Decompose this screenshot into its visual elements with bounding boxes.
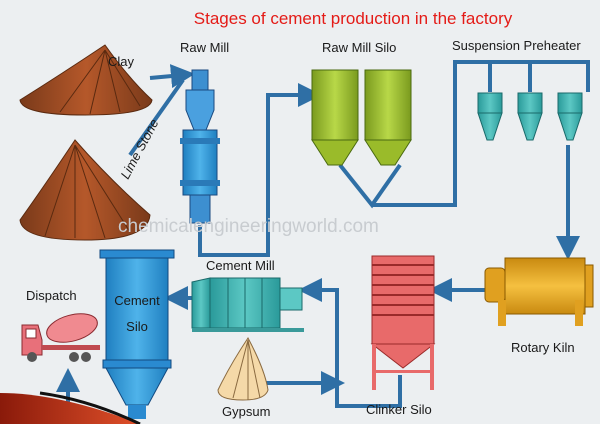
raw-mill-label: Raw Mill: [180, 40, 229, 55]
swoosh-edge: [39, 391, 141, 424]
clay-pile: [19, 44, 153, 116]
suspension-preheater: [477, 92, 583, 141]
limestone-label: Lime Stone: [117, 116, 161, 181]
clay-label: Clay: [108, 54, 135, 69]
diagram-title: Stages of cement production in the facto…: [194, 9, 513, 28]
pipes: [56, 60, 590, 424]
limestone-pile: [19, 139, 151, 241]
clinker-silo-label: Clinker Silo: [366, 402, 432, 417]
clinker-silo: [370, 255, 436, 390]
cement-mill-label: Cement Mill: [206, 258, 275, 273]
cement-silo-label-line2: Silo: [126, 319, 148, 334]
raw-mill-silo: [311, 69, 412, 166]
cement-mill: [191, 277, 304, 332]
cement-silo: [99, 249, 175, 419]
raw-mill-silo-label: Raw Mill Silo: [322, 40, 396, 55]
cement-truck-icon: [21, 313, 100, 362]
gypsum-pile: [217, 337, 269, 401]
dispatch-label: Dispatch: [26, 288, 77, 303]
raw-mill: [180, 69, 220, 224]
rotary-kiln: [484, 257, 594, 326]
watermark: chemicalengineeringworld.com: [118, 216, 379, 237]
rotary-kiln-label: Rotary Kiln: [511, 340, 575, 355]
cement-silo-label-line1: Cement: [114, 293, 160, 308]
gypsum-label: Gypsum: [222, 404, 270, 419]
suspension-preheater-label: Suspension Preheater: [452, 38, 581, 53]
decorative-swoosh: [0, 393, 140, 424]
